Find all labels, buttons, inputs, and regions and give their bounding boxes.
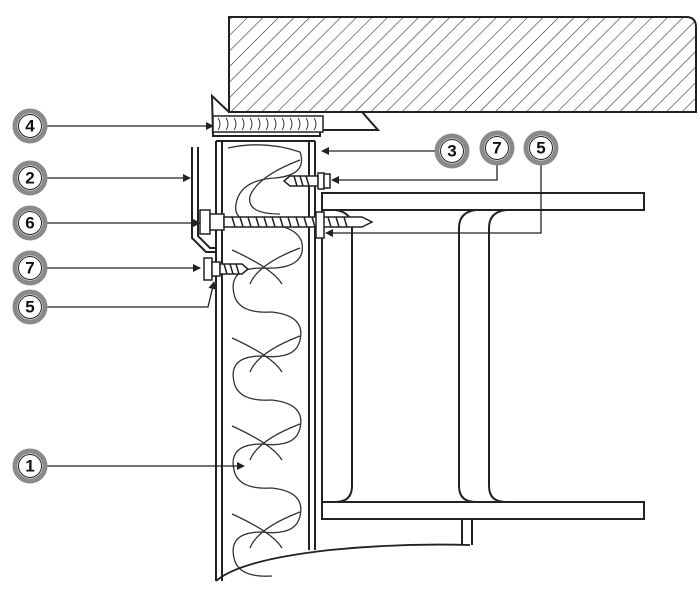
callout-2-label: 2	[25, 169, 34, 188]
callout-1-label: 1	[25, 457, 34, 476]
callout-6-label: 6	[25, 214, 34, 233]
insulation-core	[227, 144, 303, 577]
callout-3-label: 3	[447, 142, 456, 161]
leader-7a	[331, 163, 498, 184]
outer-facing-sheet	[215, 141, 223, 581]
leader-5a	[325, 163, 542, 237]
leader-lines	[46, 122, 542, 470]
mounting-bracket	[191, 147, 216, 253]
screw-upper-right	[282, 172, 331, 190]
leader-5b	[46, 281, 217, 308]
top-flashing	[210, 93, 381, 137]
callout-5-lower: 5	[12, 289, 48, 325]
long-through-bolt	[199, 209, 374, 239]
callout-5-upper-label: 5	[536, 139, 545, 158]
callout-5-upper: 5	[523, 130, 559, 166]
callout-7-lower: 7	[12, 250, 48, 286]
screw-lower-left	[203, 257, 250, 281]
callout-2: 2	[12, 160, 48, 196]
callout-4: 4	[12, 108, 48, 144]
top-foam-seal-pattern	[217, 117, 317, 131]
callout-3: 3	[434, 133, 470, 169]
callout-6: 6	[12, 205, 48, 241]
callout-5-lower-label: 5	[25, 298, 34, 317]
inner-liner-sheet	[308, 141, 316, 550]
section-break-curve	[215, 543, 471, 582]
callout-7-upper-label: 7	[492, 139, 501, 158]
callout-1: 1	[12, 448, 48, 484]
callout-7-upper: 7	[479, 130, 515, 166]
steel-i-beam	[321, 192, 645, 545]
concrete-slab	[228, 16, 697, 113]
callout-4-label: 4	[25, 117, 35, 136]
callout-7-lower-label: 7	[25, 259, 34, 278]
